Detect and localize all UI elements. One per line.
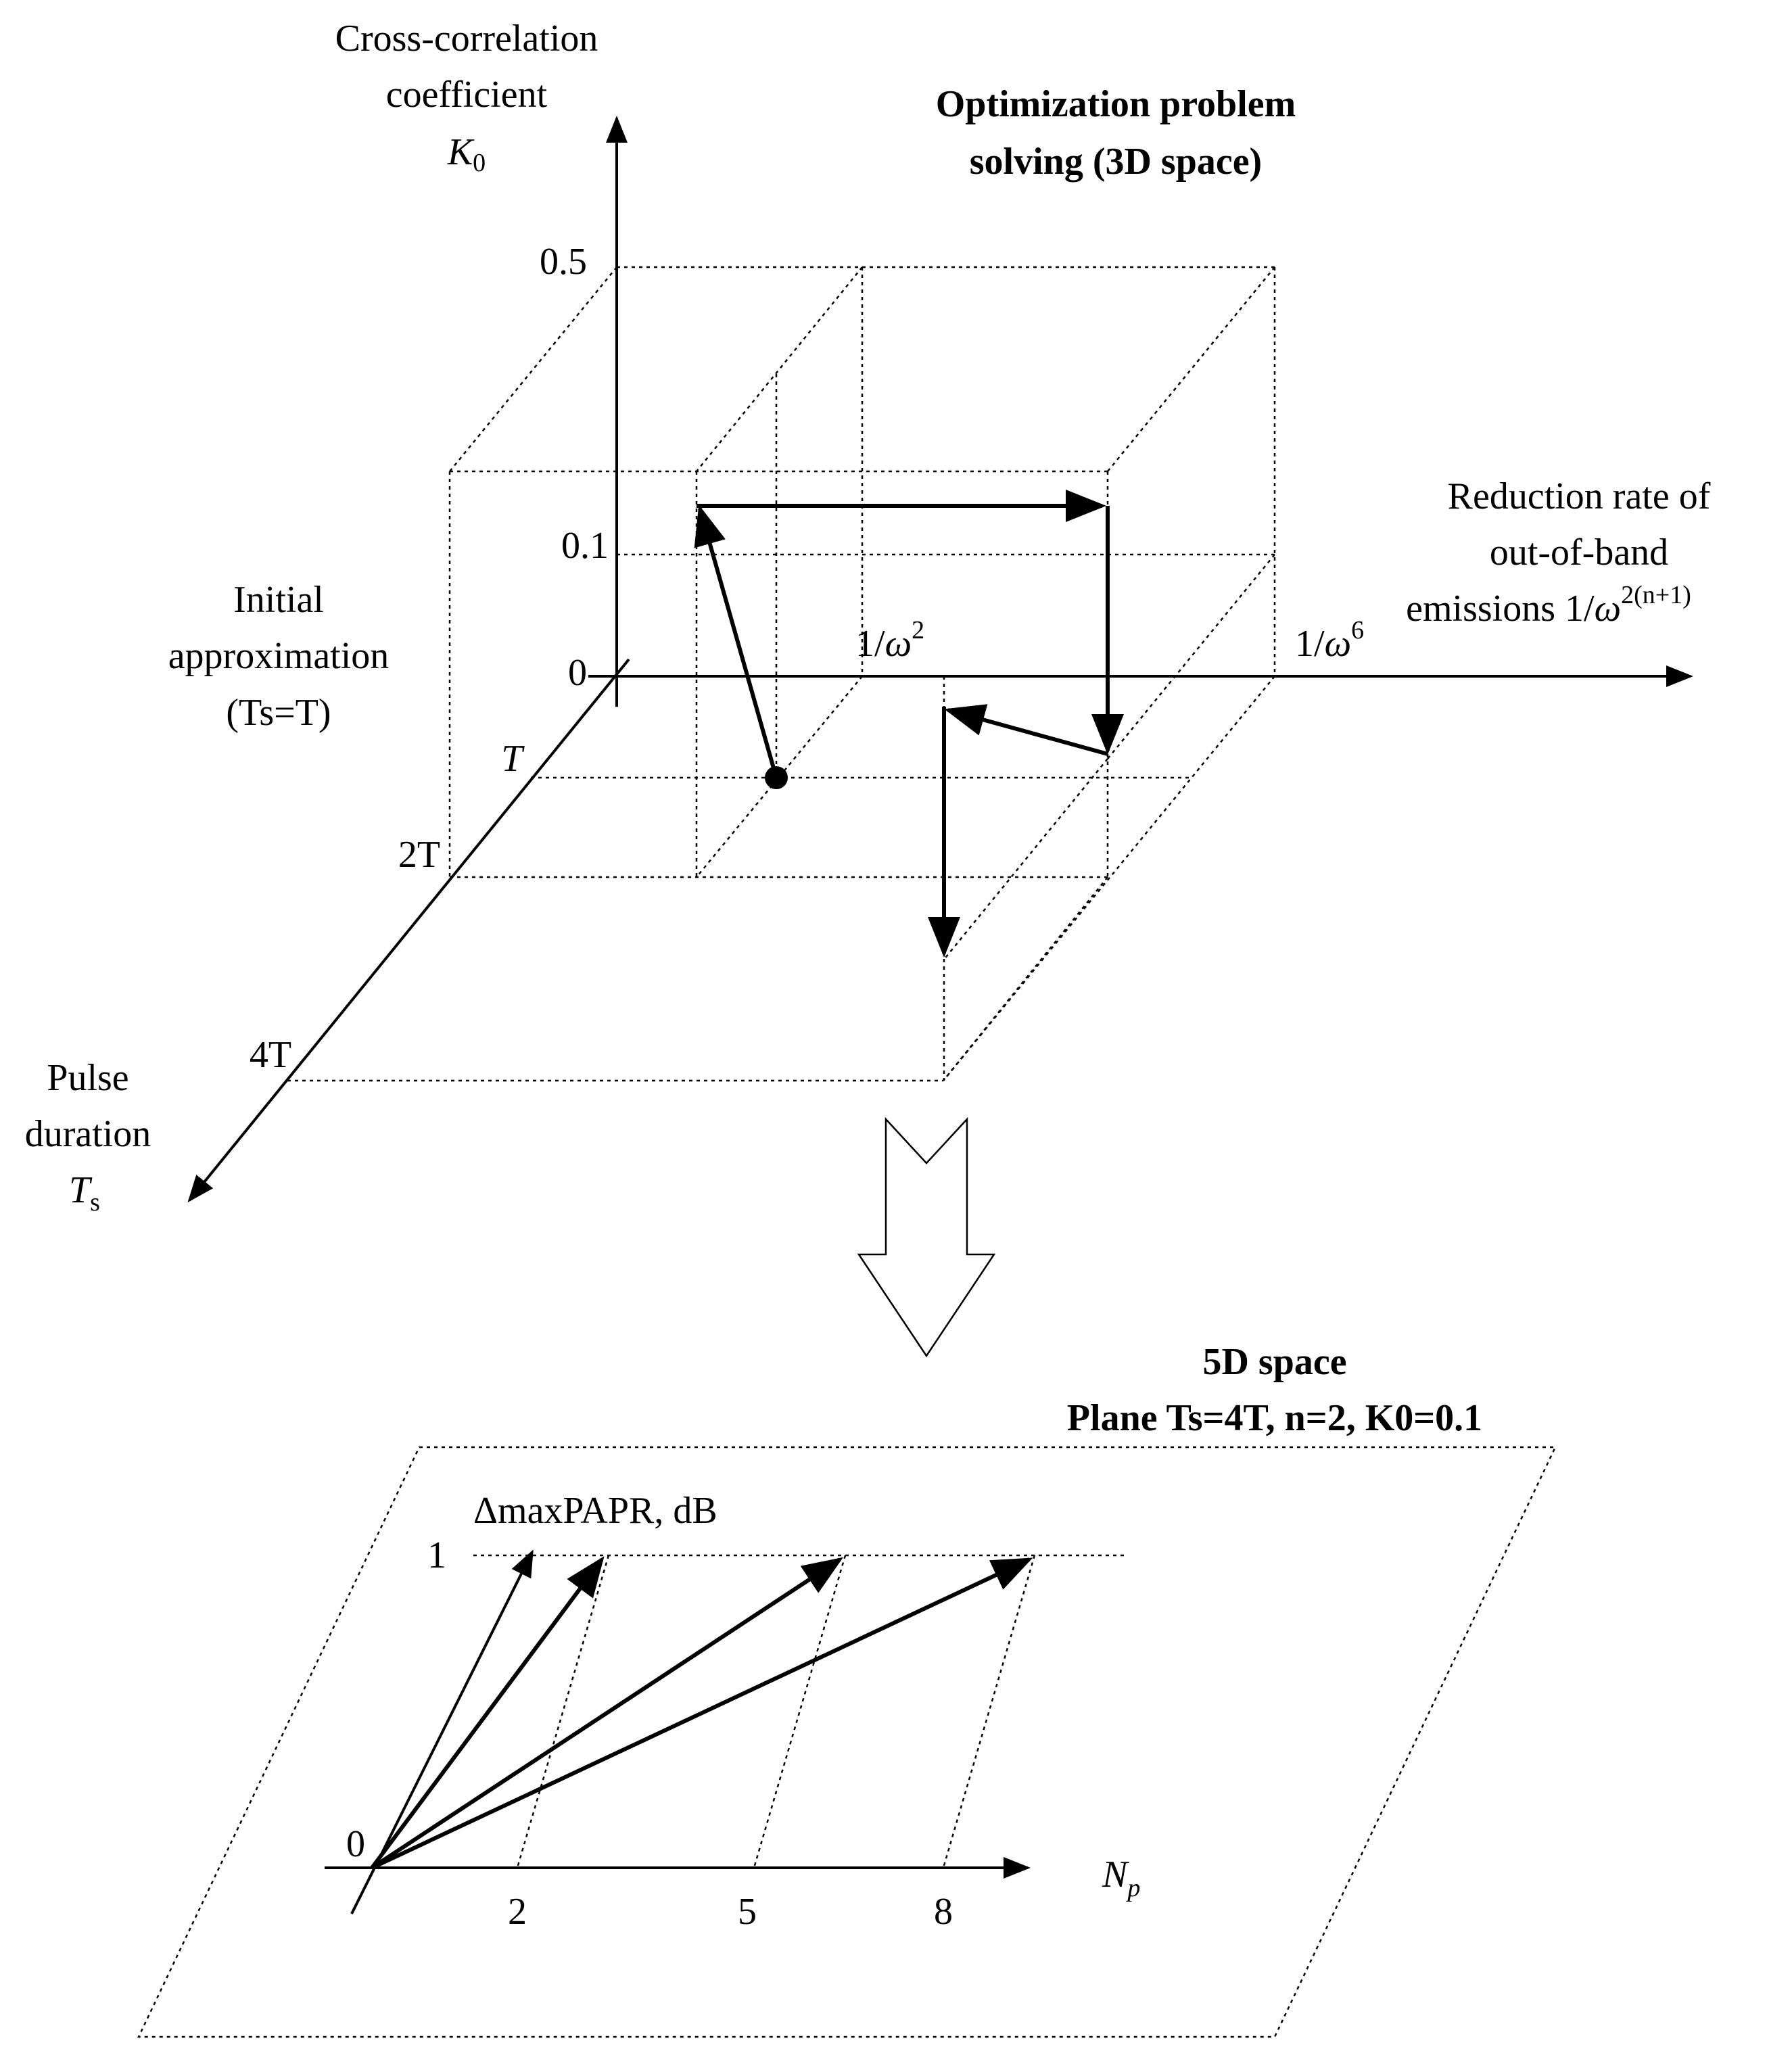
ts-tick-4T: 4T (250, 1034, 291, 1076)
plane-outline (137, 1446, 1557, 2038)
top-title-line1: Optimization problem (936, 83, 1296, 125)
rate-tick-2: 1/ω6 (1295, 616, 1364, 665)
rate-axis-label-line1: Reduction rate of (1448, 475, 1711, 517)
initial-approx-line3: (Ts=T) (226, 692, 331, 734)
bottom-title-line2: Plane Ts=4T, n=2, K0=0.1 (1067, 1397, 1482, 1439)
rate-axis-label-line2: out-of-band (1490, 532, 1668, 573)
rate-axis-label-line3: emissions 1/ω2(n+1) (1406, 581, 1691, 630)
top-title-line2: solving (3D space) (970, 141, 1262, 183)
k0-tick-0.1: 0.1 (561, 525, 609, 567)
ts-axis-label-line1: Pulse (47, 1057, 128, 1099)
transition-arrow (857, 1116, 996, 1358)
path-arrow-4 (944, 704, 1108, 756)
x-tick-5: 5 (738, 1891, 757, 1933)
ts-tick-2T: 2T (398, 834, 440, 876)
dotted-grid-box (287, 266, 1276, 1082)
initial-point (765, 766, 788, 789)
result-arrow-np5 (371, 1557, 844, 1870)
k0-axis-symbol: K0 (447, 131, 486, 177)
ts-tick-T: T (501, 738, 525, 780)
papr-axis-label: ΔmaxPAPR, dB (473, 1490, 717, 1532)
rate-tick-1: 1/ω2 (855, 616, 924, 665)
result-arrow-np2 (370, 1556, 605, 1869)
y-tick-0: 0 (346, 1823, 365, 1865)
ts-axis (187, 658, 630, 1203)
guide-5 (753, 1555, 847, 1868)
initial-approx-line2: approximation (168, 635, 390, 677)
top-3d-diagram: Optimization problem solving (3D space) … (25, 18, 1711, 1217)
guide-2 (516, 1555, 610, 1868)
ts-axis-label-line2: duration (25, 1113, 151, 1155)
bottom-title-line1: 5D space (1202, 1341, 1346, 1383)
k0-tick-0: 0 (568, 652, 587, 694)
bottom-5d-plane: 5D space Plane Ts=4T, n=2, K0=0.1 ΔmaxPA… (137, 1341, 1557, 2038)
k0-tick-0.5: 0.5 (540, 241, 587, 283)
k0-axis-label-line1: Cross-correlation (335, 18, 598, 60)
initial-approx-line1: Initial (233, 579, 324, 621)
x-tick-8: 8 (934, 1891, 953, 1933)
x-tick-2: 2 (508, 1891, 527, 1933)
guide-8 (942, 1555, 1036, 1868)
path-arrow-1 (694, 504, 778, 778)
y-tick-1: 1 (427, 1534, 446, 1576)
ts-axis-symbol: Ts (69, 1169, 100, 1217)
result-arrow-np8 (371, 1557, 1033, 1870)
k0-axis-label-line2: coefficient (386, 74, 548, 116)
optimization-path (694, 490, 1124, 958)
np-axis-label: Np (1102, 1854, 1140, 1902)
